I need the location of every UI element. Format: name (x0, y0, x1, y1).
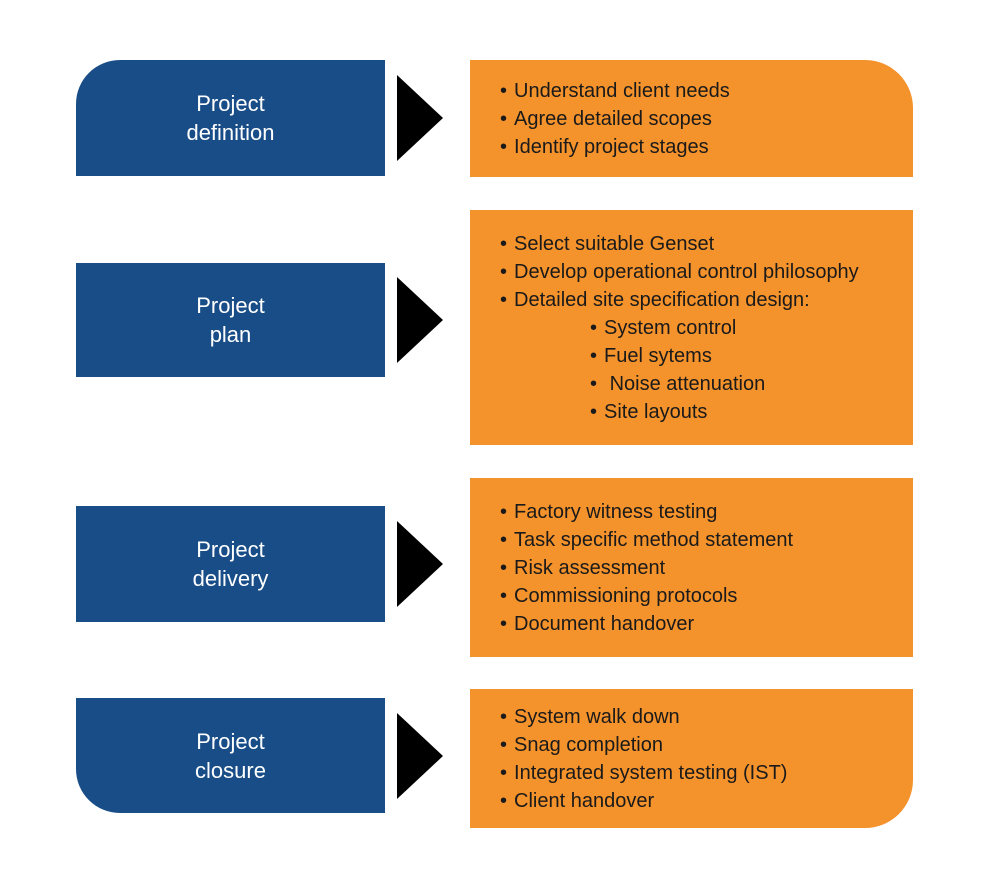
bullet-item: • Develop operational control philosophy (500, 258, 905, 286)
bullet-dot-icon: • (590, 344, 598, 367)
bullet-item: • Fuel sytems (590, 342, 905, 370)
bullet-item: • Noise attenuation (590, 370, 905, 398)
bullet-item: • Snag completion (500, 731, 905, 759)
detail-box-project-closure: • System walk down • Snag completion • Inte… (470, 689, 913, 828)
bullet-item: • Task specific method statement (500, 526, 905, 554)
bullet-text: Integrated system testing (IST) (514, 761, 788, 784)
bullet-dot-icon: • (500, 705, 508, 728)
bullet-dot-icon: • (500, 789, 508, 812)
bullet-text: Snag completion (514, 733, 663, 756)
stage-box-project-plan: Project plan (76, 263, 385, 377)
bullet-text: System control (604, 316, 737, 339)
flow-arrow-icon (397, 75, 443, 161)
bullet-text: Task specific method statement (514, 528, 794, 551)
bullet-dot-icon: • (500, 79, 508, 102)
bullet-dot-icon: • (500, 556, 508, 579)
bullet-text: Site layouts (604, 400, 708, 423)
bullet-text: Select suitable Genset (514, 232, 715, 255)
bullet-text: Understand client needs (514, 79, 730, 102)
bullet-dot-icon: • (500, 733, 508, 756)
bullet-item: • Identify project stages (500, 133, 905, 161)
bullet-text: Noise attenuation (604, 372, 766, 395)
bullet-text: Detailed site specification design: (514, 288, 810, 311)
bullet-dot-icon: • (590, 316, 598, 339)
bullet-text: Commissioning protocols (514, 584, 738, 607)
bullet-text: Identify project stages (514, 135, 709, 158)
bullet-item: • Factory witness testing (500, 498, 905, 526)
bullet-dot-icon: • (500, 584, 508, 607)
bullet-text: Factory witness testing (514, 500, 718, 523)
detail-box-project-delivery: • Factory witness testing • Task specific … (470, 478, 913, 657)
stage-box-project-definition: Project definition (76, 60, 385, 176)
bullet-dot-icon: • (500, 761, 508, 784)
bullet-item: • System control (590, 314, 905, 342)
bullet-dot-icon: • (500, 232, 508, 255)
bullet-item: • Document handover (500, 610, 905, 638)
bullet-dot-icon: • (500, 612, 508, 635)
bullet-item: • Risk assessment (500, 554, 905, 582)
bullet-dot-icon: • (500, 500, 508, 523)
flow-arrow-icon (397, 277, 443, 363)
flow-arrow-icon (397, 713, 443, 799)
bullet-dot-icon: • (500, 528, 508, 551)
bullet-item: • Detailed site specification design: (500, 286, 905, 314)
bullet-item: • Integrated system testing (IST) (500, 759, 905, 787)
bullet-dot-icon: • (500, 107, 508, 130)
bullet-dot-icon: • (500, 135, 508, 158)
bullet-dot-icon: • (500, 260, 508, 283)
bullet-dot-icon: • (500, 288, 508, 311)
detail-box-project-plan: • Select suitable Genset • Develop operati… (470, 210, 913, 445)
bullet-text: Document handover (514, 612, 695, 635)
stage-box-project-closure: Project closure (76, 698, 385, 813)
bullet-item: • Site layouts (590, 398, 905, 426)
bullet-text: Agree detailed scopes (514, 107, 712, 130)
bullet-item: • Commissioning protocols (500, 582, 905, 610)
bullet-text: Develop operational control philosophy (514, 260, 859, 283)
bullet-item: • Select suitable Genset (500, 230, 905, 258)
bullet-item: • Understand client needs (500, 77, 905, 105)
bullet-dot-icon: • (590, 372, 598, 395)
bullet-dot-icon: • (590, 400, 598, 423)
bullet-item: • Agree detailed scopes (500, 105, 905, 133)
bullet-item: • System walk down (500, 703, 905, 731)
stage-box-project-delivery: Project delivery (76, 506, 385, 622)
bullet-text: Client handover (514, 789, 655, 812)
bullet-text: Risk assessment (514, 556, 666, 579)
bullet-item: • Client handover (500, 787, 905, 815)
bullet-text: System walk down (514, 705, 680, 728)
detail-box-project-definition: • Understand client needs • Agree detailed… (470, 60, 913, 177)
bullet-text: Fuel sytems (604, 344, 712, 367)
flow-arrow-icon (397, 521, 443, 607)
